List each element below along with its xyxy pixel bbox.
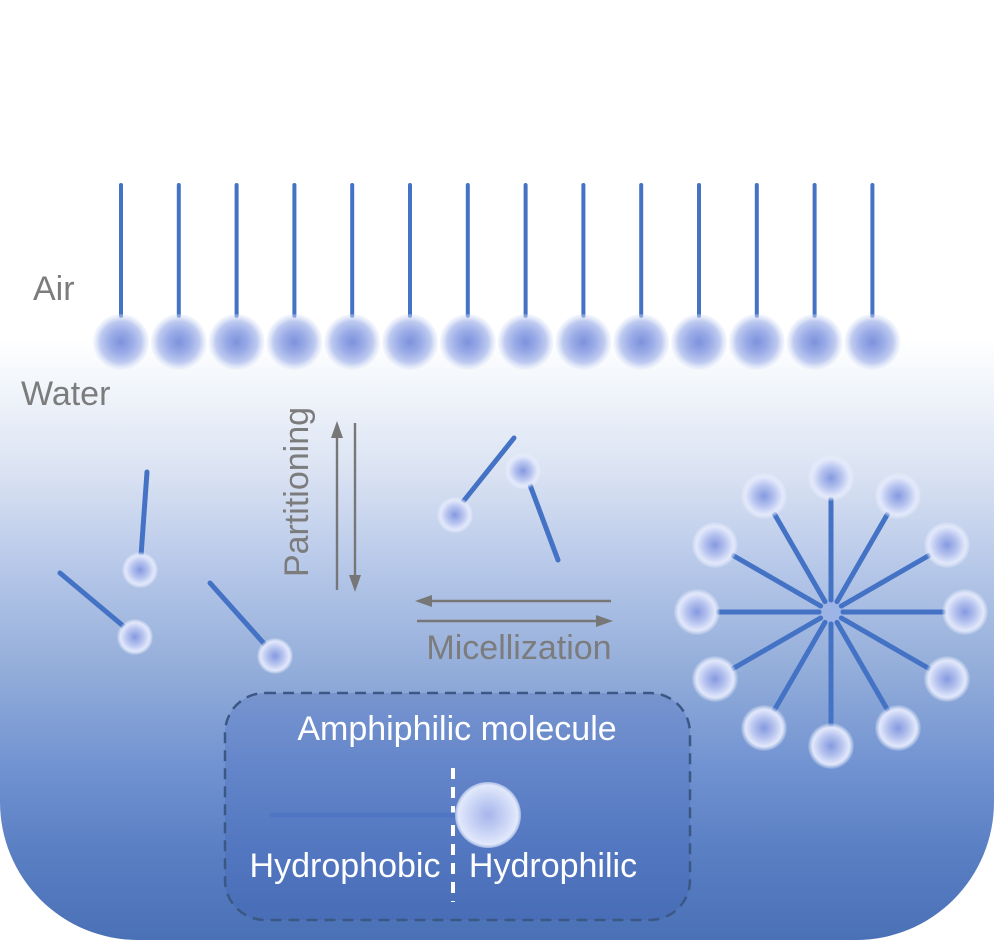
free-molecule-head — [257, 638, 293, 674]
amphiphilic-molecule-label: Amphiphilic molecule — [297, 710, 617, 748]
micelle-tail — [838, 553, 932, 609]
surfactant-head — [150, 314, 207, 370]
micelle-head — [924, 522, 971, 568]
hydrophilic-head — [455, 782, 521, 848]
partitioning-up-arrow-head — [331, 421, 343, 438]
partitioning-down-arrow-head — [349, 575, 361, 592]
equilibrium-arrows — [331, 421, 613, 627]
micelle-tail — [834, 619, 890, 713]
micellization-left-arrow-head — [415, 595, 432, 607]
amphiphilic-molecule-box — [223, 691, 692, 922]
micelle-tail — [838, 615, 932, 671]
surfactant-head — [266, 314, 323, 370]
micellization-label: Micellization — [426, 629, 612, 667]
free-molecule-tail — [57, 570, 131, 633]
micelle-head — [875, 705, 921, 752]
surfactant-head — [93, 314, 149, 370]
micelle-tail — [730, 553, 824, 609]
hydrophobic-label: Hydrophobic — [249, 847, 441, 885]
water-label: Water — [21, 375, 111, 413]
hydrophilic-label: Hydrophilic — [468, 847, 638, 885]
micelle — [674, 455, 988, 769]
micelle-head — [942, 589, 988, 635]
free-molecule-head — [117, 619, 153, 655]
micelle-tail — [730, 615, 824, 671]
free-molecule-tail — [459, 435, 517, 506]
micelle-head — [741, 472, 787, 519]
surfactant-head — [671, 314, 727, 370]
surfactant-head — [728, 314, 785, 370]
free-molecule-head — [505, 453, 541, 489]
micelle-head — [674, 589, 720, 635]
surfactant-head — [497, 314, 554, 370]
micelle-tail — [772, 511, 828, 605]
micelle-head — [691, 656, 738, 702]
micelle-head — [691, 522, 738, 568]
partitioning-label: Partitioning — [278, 406, 316, 578]
micelle-core — [818, 599, 844, 625]
free-molecule-head — [437, 497, 473, 533]
free-molecules — [57, 435, 561, 674]
surfactant-head — [439, 314, 496, 370]
micelle-head — [875, 472, 921, 519]
micelle-head — [741, 705, 787, 752]
surfactant-head — [613, 314, 670, 370]
micelle-head — [808, 723, 854, 769]
surfactant-head — [555, 314, 612, 370]
micelle-tail — [772, 619, 828, 713]
surfactant-head — [844, 314, 901, 370]
free-molecule-tail — [138, 469, 150, 559]
micelle-head — [924, 656, 971, 702]
surfactant-head — [208, 314, 265, 370]
surfactant-head — [324, 314, 381, 370]
free-molecule-tail — [527, 482, 561, 563]
micelle-head — [808, 455, 854, 501]
surfactant-head — [786, 314, 843, 370]
surfactant-head — [382, 314, 438, 370]
micellization-right-arrow-head — [596, 615, 613, 627]
micelle-tail — [834, 511, 890, 605]
free-molecule-tail — [207, 580, 271, 651]
interface-monolayer — [93, 183, 901, 370]
air-label: Air — [33, 270, 75, 308]
free-molecule-head — [122, 552, 158, 588]
